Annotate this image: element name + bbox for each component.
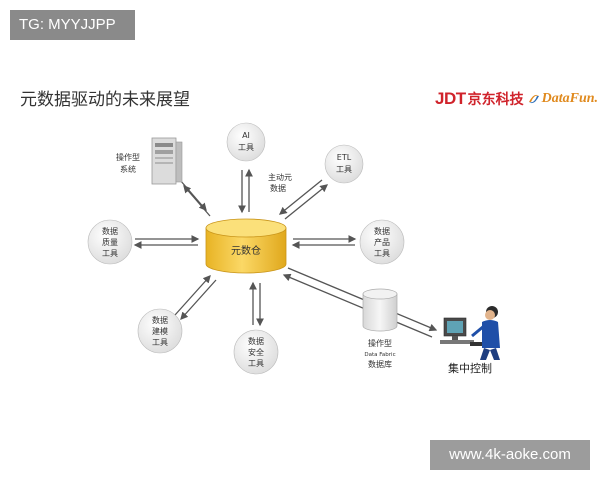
arrow-os-to-center — [179, 179, 207, 211]
db-label-3: 数据库 — [368, 359, 392, 369]
watermark-top-left: TG: MYYJJPP — [10, 10, 135, 40]
watermark-bottom-right: www.4k-aoke.com — [430, 440, 590, 470]
etl-label-1: ETL — [337, 153, 352, 162]
logo-partner: DataFun. — [541, 91, 599, 106]
quality-tool-circle — [87, 219, 133, 265]
arrow-etl-to-center — [278, 179, 323, 215]
control-label: 集中控制 — [448, 361, 492, 375]
quality-label-1: 数据 — [102, 226, 118, 236]
arrow-center-to-os — [183, 185, 211, 217]
product-label-1: 数据 — [374, 226, 390, 236]
security-label-2: 安全 — [248, 347, 264, 357]
arrow-center-to-etl — [284, 184, 329, 220]
product-tool-circle — [359, 219, 405, 265]
active-meta-label-2: 数据 — [270, 183, 286, 193]
active-meta-label-1: 主动元 — [268, 172, 292, 182]
arrow-modeling-to-center — [174, 275, 211, 316]
quality-label-2: 质量 — [102, 237, 118, 247]
product-label-2: 产品 — [374, 237, 390, 247]
central-warehouse-cylinder: 元数仓 — [205, 218, 287, 274]
datafun-swirl-icon — [528, 94, 539, 104]
quality-label-3: 工具 — [102, 249, 118, 258]
security-tool-circle — [233, 329, 279, 375]
arrow-control-to-center — [282, 273, 433, 338]
db-label-1: 操作型 — [368, 338, 392, 348]
arrow-center-to-control — [287, 267, 438, 332]
ai-tool-circle — [226, 122, 266, 162]
page-title: 元数据驱动的未来展望 — [20, 90, 190, 110]
modeling-label-3: 工具 — [152, 338, 168, 347]
ai-label-2: 工具 — [238, 143, 254, 152]
center-label: 元数仓 — [231, 244, 261, 257]
product-label-3: 工具 — [374, 249, 390, 258]
logo-brand: JDT — [435, 89, 466, 108]
modeling-tool-circle — [137, 308, 183, 354]
operator-workstation-icon — [440, 306, 500, 360]
etl-tool-circle — [324, 144, 364, 184]
security-label-3: 工具 — [248, 359, 264, 368]
logo-brand-cn: 京东科技 — [467, 92, 524, 108]
db-label-2: Data Fabric — [364, 352, 395, 358]
arrow-center-to-modeling — [180, 279, 217, 320]
server-icon — [151, 137, 183, 185]
etl-label-2: 工具 — [336, 165, 352, 174]
database-cylinder-icon — [362, 288, 398, 332]
os-label-1: 操作型 — [116, 152, 140, 162]
ai-label-1: AI — [242, 131, 250, 140]
security-label-1: 数据 — [248, 336, 264, 346]
brand-logo: JDT 京东科技 DataFun. — [435, 88, 598, 110]
connector-arrows — [133, 168, 438, 338]
modeling-label-2: 建模 — [152, 326, 168, 336]
modeling-label-1: 数据 — [152, 315, 168, 325]
os-label-2: 系统 — [120, 164, 136, 174]
